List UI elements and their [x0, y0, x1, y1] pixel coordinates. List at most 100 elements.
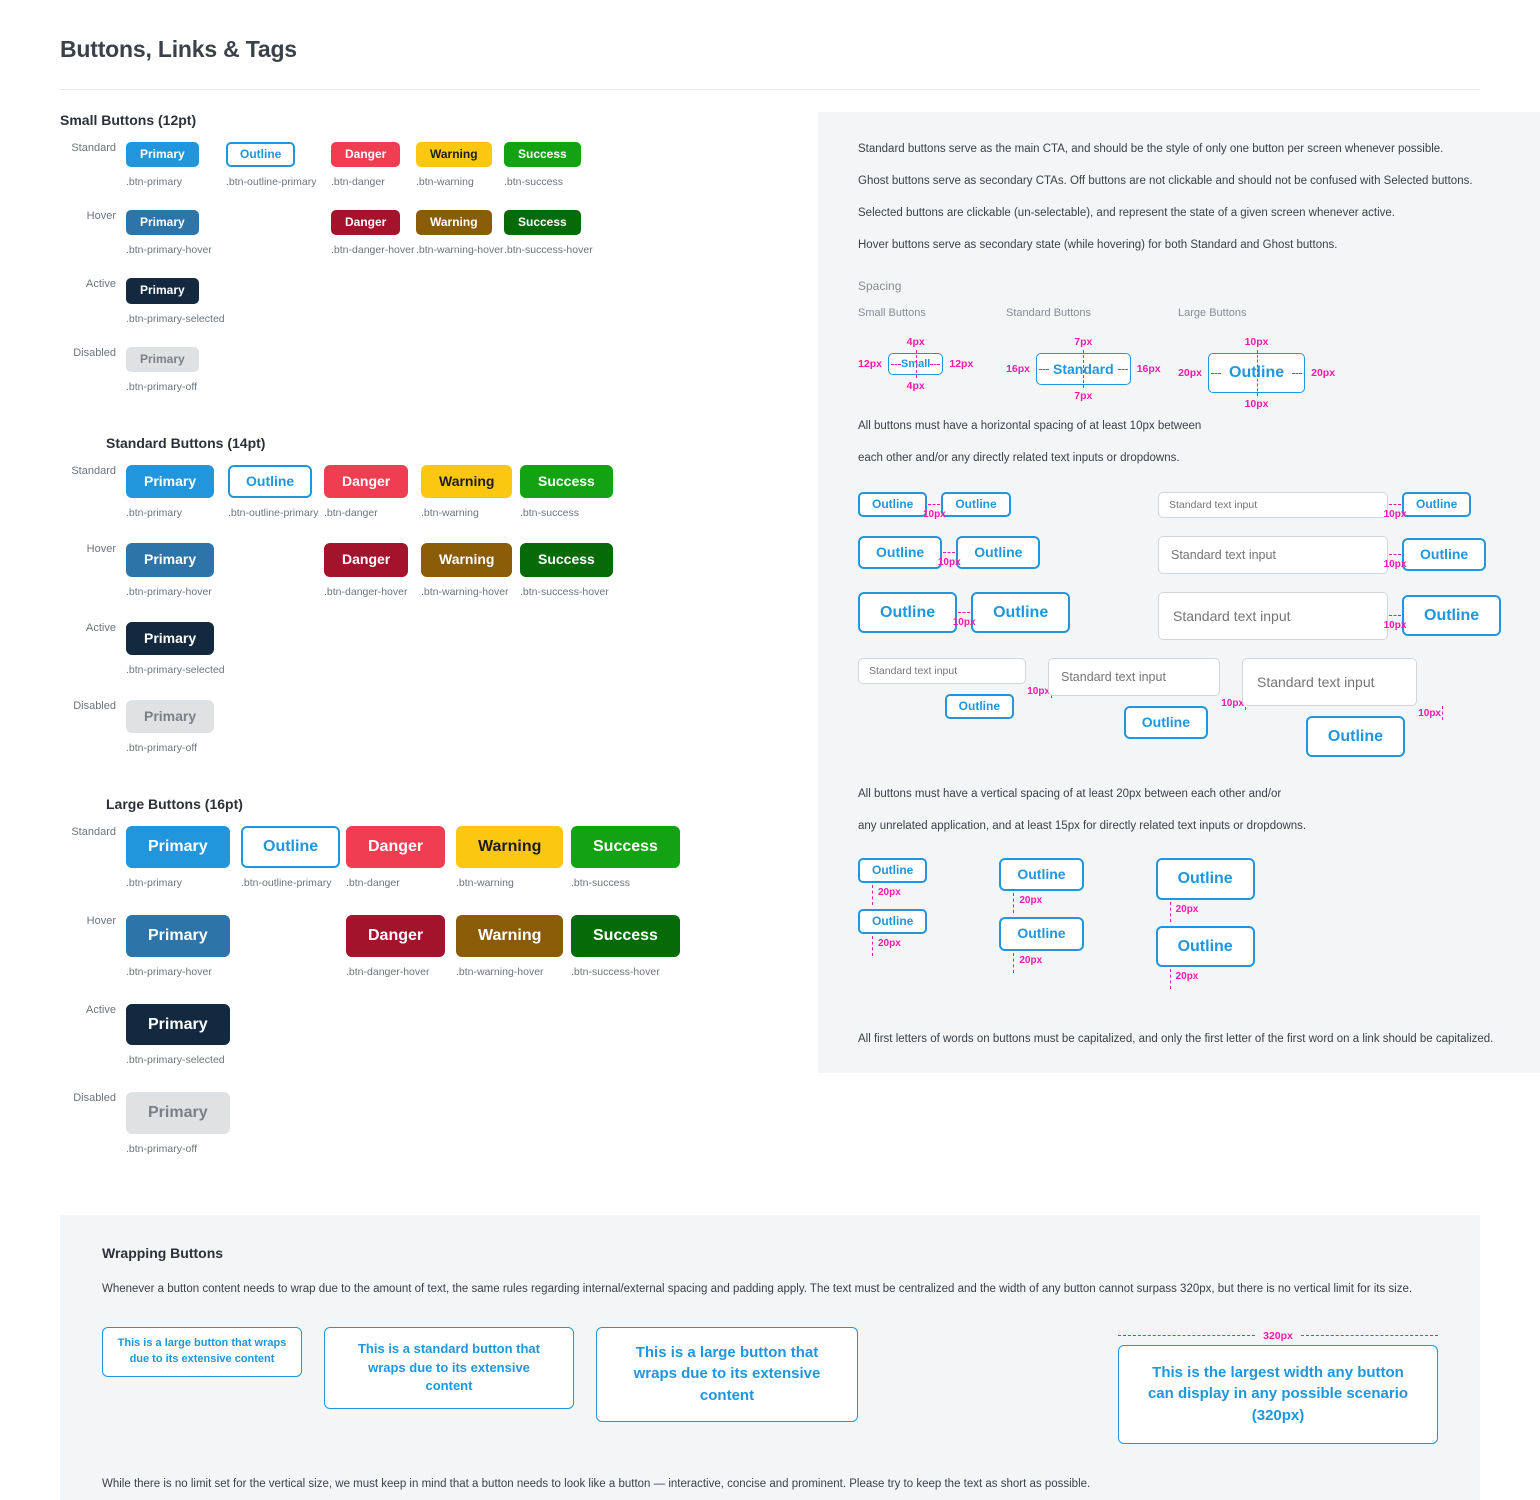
button-primary-hover[interactable]: Primary: [126, 210, 199, 236]
standard-text-input[interactable]: [1158, 491, 1388, 518]
vertical-gap-label: 20px: [878, 887, 901, 899]
button-class-name: .btn-primary-selected: [126, 1054, 225, 1067]
button-danger[interactable]: Danger: [331, 142, 401, 168]
outline-button-top[interactable]: Outline: [858, 858, 928, 884]
button-outline[interactable]: Outline: [228, 464, 313, 499]
button-cell: Primary.btn-primary-hover: [126, 543, 228, 598]
spacing-spec-title: Standard Buttons: [1006, 306, 1092, 319]
button-primary-selected[interactable]: Primary: [126, 278, 199, 304]
outline-button-bottom[interactable]: Outline: [858, 909, 928, 935]
outline-button-below-input[interactable]: Outline: [1305, 715, 1405, 758]
gap-dash: [1389, 615, 1401, 617]
button-warning[interactable]: Warning: [421, 464, 513, 499]
button-class-name: .btn-success-hover: [571, 965, 660, 978]
button-class-name: .btn-warning: [421, 507, 479, 520]
button-danger[interactable]: Danger: [324, 464, 409, 499]
vertical-gap-2: 20px: [1156, 967, 1255, 993]
standard-text-input[interactable]: [1158, 591, 1388, 640]
button-warning-hover[interactable]: Warning: [416, 210, 492, 236]
button-outline[interactable]: Outline: [241, 826, 341, 868]
outline-button-a[interactable]: Outline: [858, 491, 928, 517]
outline-button-after-input[interactable]: Outline: [1402, 492, 1472, 518]
usage-rule: Ghost buttons serve as secondary CTAs. O…: [858, 174, 1473, 187]
button-primary-selected[interactable]: Primary: [126, 1003, 230, 1046]
button-primary[interactable]: Primary: [126, 142, 199, 168]
spacing-guide-right: [930, 363, 941, 365]
button-danger-hover[interactable]: Danger: [346, 914, 446, 957]
vertical-gap-dash: [1169, 901, 1171, 922]
vertical-gap-label: 20px: [1019, 954, 1043, 966]
outline-button-after-input[interactable]: Outline: [1402, 594, 1502, 637]
button-danger-hover[interactable]: Danger: [324, 543, 409, 577]
standard-text-input[interactable]: [858, 657, 1026, 684]
gap-label: 10px: [937, 556, 961, 568]
variant-cells: Primary.btn-primary-selected: [126, 621, 228, 676]
button-primary-hover[interactable]: Primary: [126, 543, 215, 577]
outline-button-top[interactable]: Outline: [999, 858, 1084, 892]
wrapping-button-large[interactable]: This is a large button that wraps due to…: [596, 1326, 858, 1422]
wrapping-button-std[interactable]: This is a standard button that wraps due…: [324, 1326, 574, 1410]
spacing-spec-button: Small: [888, 349, 944, 378]
outline-button-below-input[interactable]: Outline: [1123, 705, 1208, 740]
standard-text-input[interactable]: [1158, 535, 1388, 574]
button-primary-hover[interactable]: Primary: [126, 914, 230, 957]
outline-button-a[interactable]: Outline: [858, 591, 958, 634]
button-outline[interactable]: Outline: [226, 142, 296, 168]
button-warning-hover[interactable]: Warning: [421, 543, 513, 577]
button-class-name: .btn-success-hover: [520, 585, 609, 598]
button-cell: Success.btn-success: [504, 142, 594, 188]
button-success-hover[interactable]: Success: [520, 543, 613, 577]
wrapping-title: Wrapping Buttons: [102, 1244, 224, 1261]
button-primary-selected[interactable]: Primary: [126, 621, 215, 655]
padding-right-label: 20px: [1311, 366, 1336, 379]
button-danger-hover[interactable]: Danger: [331, 210, 401, 236]
padding-right-label: 16px: [1136, 362, 1161, 375]
standard-text-input[interactable]: [1048, 657, 1220, 696]
button-primary[interactable]: Primary: [126, 826, 230, 868]
button-success-hover[interactable]: Success: [504, 210, 581, 236]
button-success[interactable]: Success: [504, 142, 581, 168]
button-success[interactable]: Success: [571, 826, 680, 868]
button-class-name: .btn-primary: [126, 876, 183, 889]
button-warning[interactable]: Warning: [456, 826, 564, 868]
button-success-hover[interactable]: Success: [571, 914, 680, 957]
outline-button-bottom[interactable]: Outline: [1155, 925, 1255, 968]
outline-button-b[interactable]: Outline: [941, 491, 1011, 517]
button-primary[interactable]: Primary: [126, 464, 215, 499]
spacing-guide-right: [1117, 368, 1128, 370]
ruler-line-left: [1118, 1335, 1256, 1337]
max-width-button[interactable]: This is the largest width any button can…: [1118, 1344, 1438, 1444]
button-danger[interactable]: Danger: [346, 826, 446, 868]
button-warning-hover[interactable]: Warning: [456, 914, 564, 957]
spacing-guide-vertical: [1256, 349, 1258, 396]
stacked-button-row: Outline: [858, 693, 1026, 719]
gap-dash: [958, 611, 971, 613]
gap-dash: [1389, 554, 1401, 556]
outline-button-top[interactable]: Outline: [1155, 858, 1255, 900]
wrapping-button-small[interactable]: This is a large button that wraps due to…: [102, 1326, 302, 1377]
outline-button-b[interactable]: Outline: [971, 591, 1071, 634]
outline-button-b[interactable]: Outline: [956, 535, 1041, 570]
vertical-rule-line-1: All buttons must have a vertical spacing…: [858, 788, 1282, 801]
vertical-gap-dash: [1013, 952, 1015, 973]
gap-dash: [1389, 504, 1401, 506]
outline-button-below-input[interactable]: Outline: [944, 693, 1014, 719]
outline-button-a[interactable]: Outline: [858, 535, 943, 570]
button-warning[interactable]: Warning: [416, 142, 492, 168]
outline-button-bottom[interactable]: Outline: [999, 917, 1084, 951]
outline-button-after-input[interactable]: Outline: [1402, 537, 1487, 572]
usage-rule: Selected buttons are clickable (un-selec…: [858, 206, 1395, 219]
standard-text-input[interactable]: [1242, 657, 1417, 706]
button-success[interactable]: Success: [520, 464, 613, 499]
button-cell: Primary.btn-primary-hover: [126, 914, 241, 978]
button-cell: Warning.btn-warning-hover: [421, 543, 520, 598]
